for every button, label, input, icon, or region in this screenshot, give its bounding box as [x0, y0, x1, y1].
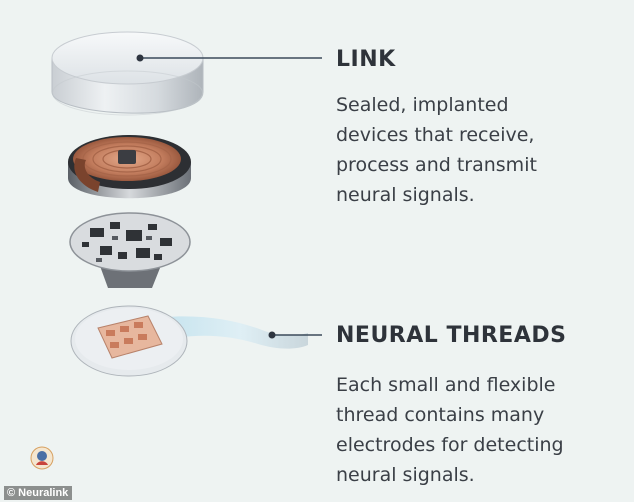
link-cap-icon [51, 31, 204, 116]
link-description-line: neural signals. [336, 184, 475, 206]
threads-description-line: neural signals. [336, 464, 475, 486]
threads-leader-line [268, 331, 322, 339]
channel-logo-icon [30, 446, 54, 470]
threads-description-line: electrodes for detecting [336, 434, 564, 456]
link-description-line: Sealed, implanted [336, 94, 509, 116]
link-leader-line [136, 54, 322, 62]
circuit-board-icon [69, 212, 191, 288]
thread-chip-icon [70, 305, 308, 377]
threads-description-line: thread contains many [336, 404, 545, 426]
neural-threads-heading: NEURAL THREADS [336, 323, 567, 348]
link-description-line: devices that receive, [336, 124, 535, 146]
neuralink-watermark: © Neuralink [4, 486, 73, 500]
threads-description-line: Each small and flexible [336, 374, 556, 396]
coil-battery-icon [68, 135, 191, 199]
link-heading: LINK [336, 47, 396, 72]
neural-threads-description: Each small and flexible thread contains … [336, 370, 626, 490]
link-description-line: process and transmit [336, 154, 537, 176]
link-description: Sealed, implanted devices that receive, … [336, 90, 626, 210]
